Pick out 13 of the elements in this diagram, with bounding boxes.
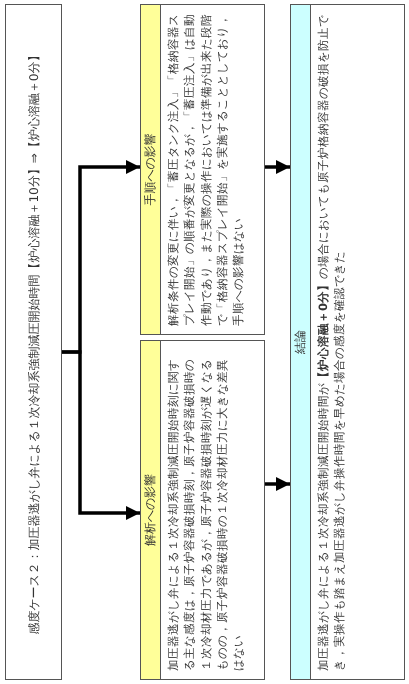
heading-bar: 手順への影響 (141, 5, 161, 334)
title-box (5, 4, 62, 680)
analysis-box (140, 340, 265, 680)
arrow (265, 160, 290, 174)
arrow (62, 160, 140, 354)
title-text: 感度ケース２：加圧器逃がし弁による１次冷却系強制減圧開始時間【炉心溶融＋10分】⇒【炉心溶融＋0分】 (26, 50, 42, 634)
procedure-box (140, 4, 265, 335)
body-text: 加圧器逃がし弁による１次冷却系強制減圧開始時刻に関する主な感度は，原子炉容器破損時刻，原子炉容器破損時の１次冷却材圧力であるが，原子炉容器破損時刻が遅くなるものの，原子炉容器破損時の１次冷却材圧力に大きな差異はない (165, 358, 246, 673)
heading-bar: 結論 (291, 5, 311, 679)
conclusion-box (290, 4, 405, 680)
arrow (265, 477, 290, 491)
heading-bar: 解析への影響 (141, 341, 161, 679)
body-text: 解析条件の変更に伴い，「蓄圧タンク注入」「格納容器スプレイ開始」の順番が変更となるが，「蓄圧注入」は自動作動であり，また実際の操作においては準備が出来た段階で「格納容器スプレイ開始」を実施することとしており，手順への影響はない (165, 13, 246, 328)
